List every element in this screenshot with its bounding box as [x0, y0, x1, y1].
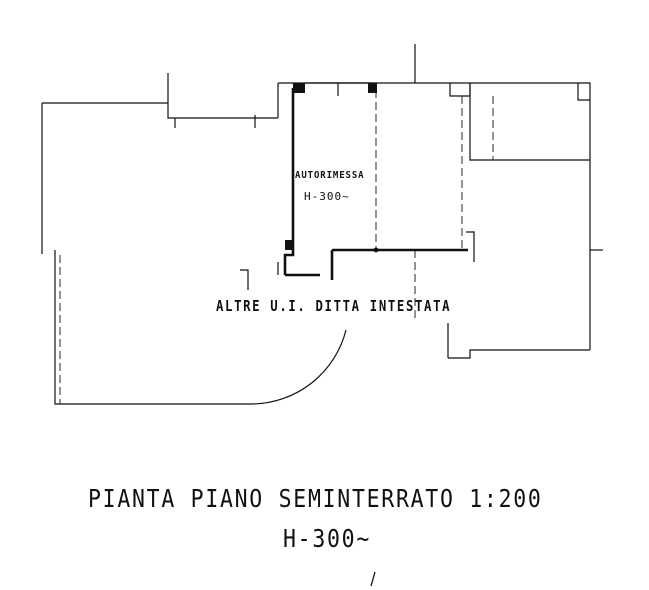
pillar-top-right — [368, 83, 377, 93]
plan-title: PIANTA PIANO SEMINTERRATO 1:200 — [88, 484, 543, 513]
left-wing-outline — [41, 73, 278, 405]
room-name-label: AUTORIMESSA — [295, 170, 365, 181]
plan-height: H-300~ — [283, 524, 371, 553]
pillar-top-left — [293, 83, 305, 93]
pillar-mid-left — [285, 240, 294, 250]
other-units-label: ALTRE U.I. DITTA INTESTATA — [216, 297, 452, 315]
door-swing-arc — [251, 329, 347, 405]
room-height-label: H-300~ — [304, 190, 350, 203]
